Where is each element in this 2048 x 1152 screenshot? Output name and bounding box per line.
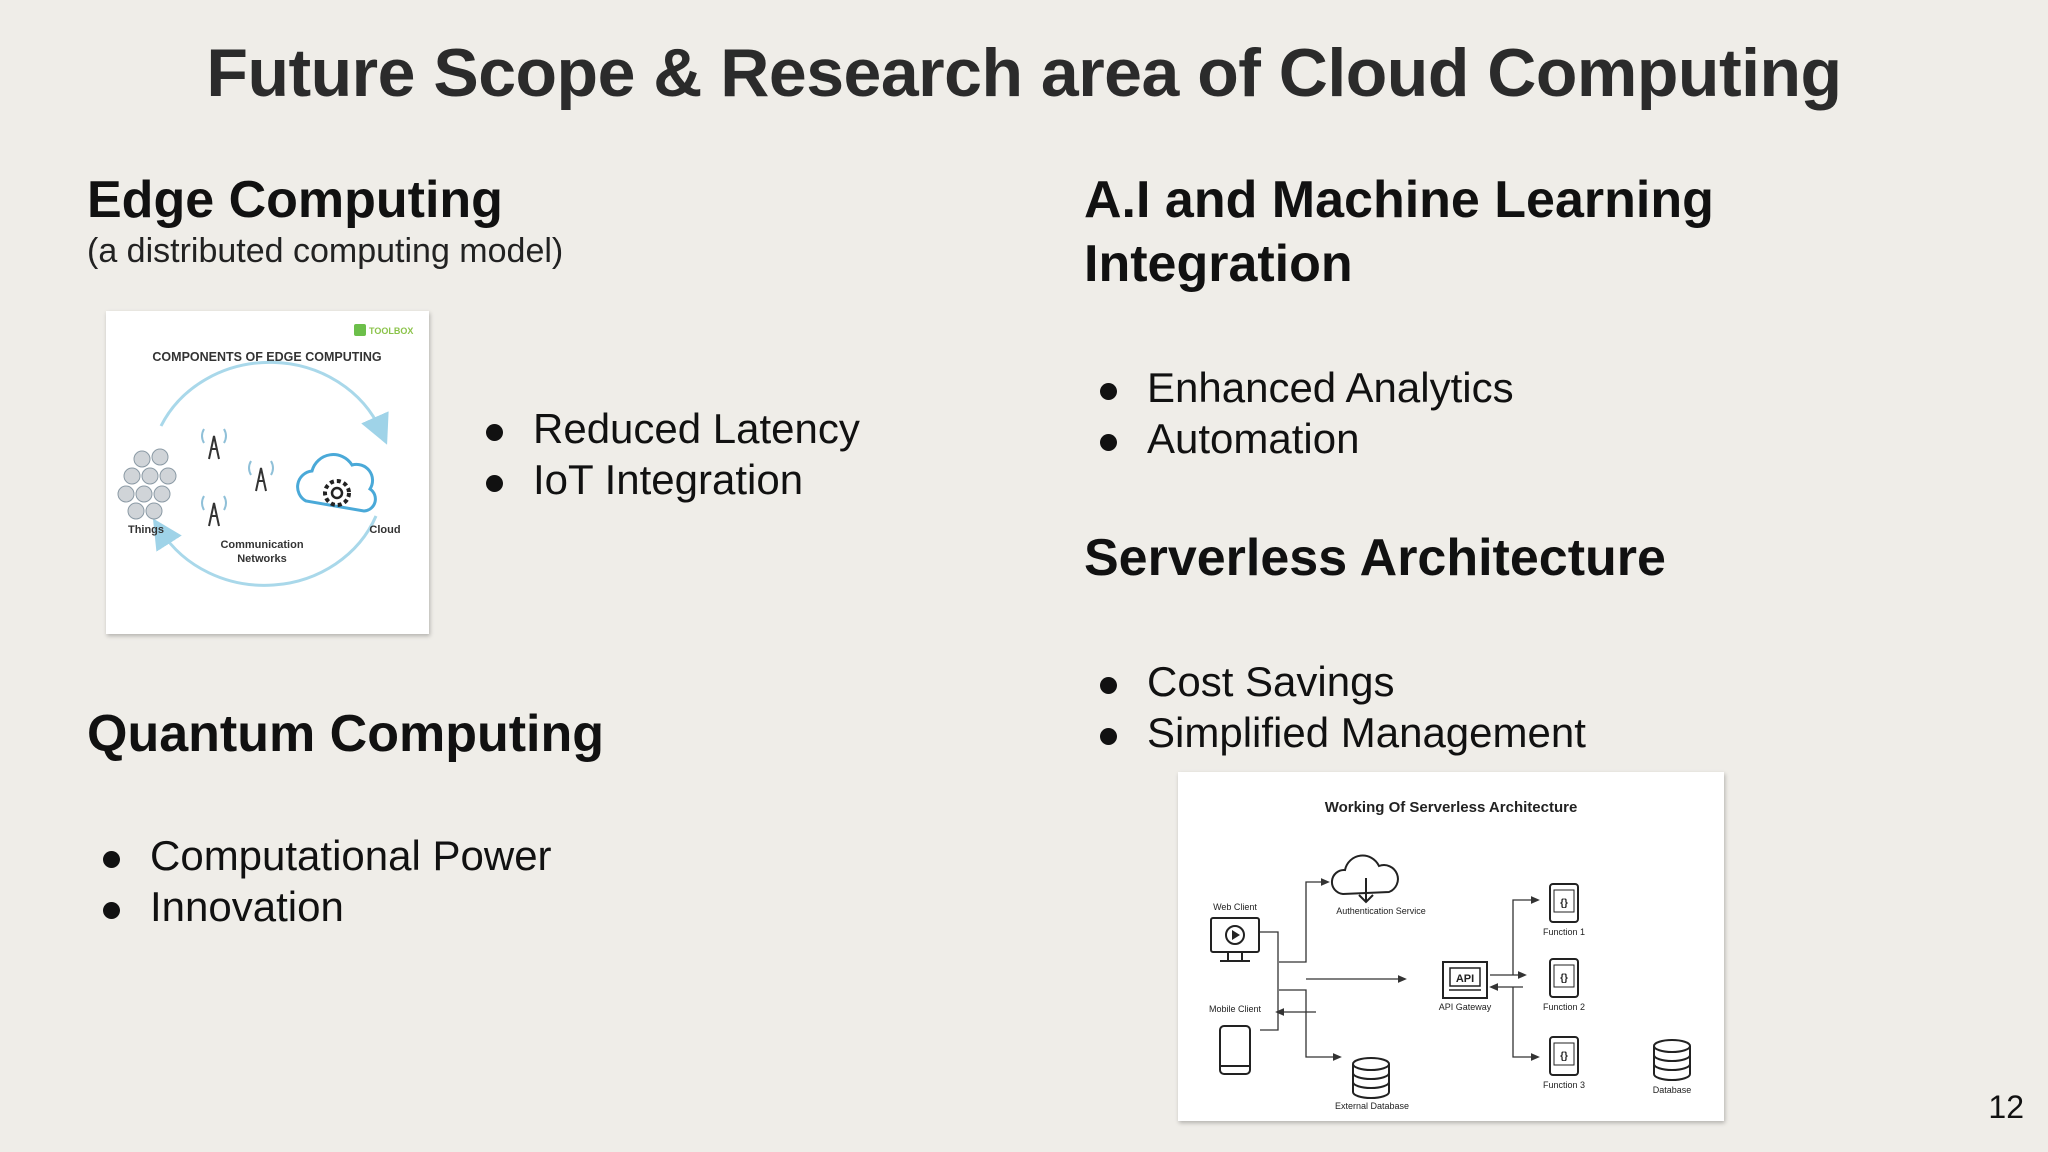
flow-arrow-top bbox=[159, 360, 389, 445]
function-3-icon bbox=[1549, 1036, 1579, 1076]
edge-diagram-heading: COMPONENTS OF EDGE COMPUTING bbox=[152, 350, 381, 364]
toolbox-brand: TOOLBOX bbox=[369, 326, 413, 336]
web-client-label: Web Client bbox=[1213, 902, 1257, 912]
serverless-title: Serverless Architecture bbox=[1084, 529, 1666, 587]
cloud-gear-icon bbox=[296, 453, 377, 513]
ai-ml-title-line1: A.I and Machine Learning bbox=[1084, 171, 1714, 229]
tower-icon bbox=[201, 495, 227, 527]
function-1-icon bbox=[1549, 883, 1579, 923]
database-icon bbox=[1653, 1039, 1691, 1081]
function-3-glyph: {} bbox=[1560, 1051, 1568, 1062]
list-item: Reduced Latency bbox=[479, 403, 860, 454]
list-item: Cost Savings bbox=[1093, 656, 1586, 707]
api-gateway-icon bbox=[1442, 961, 1488, 999]
list-item: Enhanced Analytics bbox=[1093, 362, 1514, 413]
quantum-bullet-list: Computational Power Innovation bbox=[96, 830, 552, 932]
tower-icon bbox=[248, 460, 274, 492]
authentication-cloud-icon bbox=[1331, 854, 1399, 904]
page-number: 12 bbox=[1988, 1089, 2024, 1125]
quantum-computing-title: Quantum Computing bbox=[87, 705, 605, 763]
networks-label-line1: Communication bbox=[220, 539, 303, 551]
external-database-label: External Database bbox=[1335, 1101, 1409, 1111]
flow-arrow-bottom bbox=[152, 515, 378, 587]
cloud-label: Cloud bbox=[369, 524, 400, 536]
list-item: IoT Integration bbox=[479, 454, 860, 505]
database-label: Database bbox=[1653, 1085, 1692, 1095]
toolbox-logo-icon bbox=[354, 324, 366, 336]
function-2-label: Function 2 bbox=[1543, 1002, 1585, 1012]
edge-computing-title: Edge Computing bbox=[87, 171, 503, 229]
serverless-diagram: Working Of Serverless Architecture Web C… bbox=[1178, 772, 1724, 1121]
phone-icon bbox=[1219, 1025, 1251, 1075]
edge-bullet-list: Reduced Latency IoT Integration bbox=[479, 403, 860, 505]
things-icon bbox=[117, 448, 177, 520]
edge-computing-subtitle: (a distributed computing model) bbox=[87, 232, 564, 270]
function-2-glyph: {} bbox=[1560, 973, 1568, 984]
serverless-diagram-heading: Working Of Serverless Architecture bbox=[1325, 799, 1578, 816]
serverless-bullet-list: Cost Savings Simplified Management bbox=[1093, 656, 1586, 758]
things-label: Things bbox=[128, 524, 164, 536]
tower-icon bbox=[201, 428, 227, 460]
function-1-label: Function 1 bbox=[1543, 927, 1585, 937]
external-database-icon bbox=[1352, 1057, 1390, 1099]
authentication-service-label: Authentication Service bbox=[1336, 906, 1426, 916]
mobile-client-label: Mobile Client bbox=[1209, 1004, 1262, 1014]
function-2-icon bbox=[1549, 958, 1579, 998]
edge-computing-diagram: TOOLBOX COMPONENTS OF EDGE COMPUTING Thi… bbox=[106, 311, 429, 634]
list-item: Automation bbox=[1093, 413, 1514, 464]
api-label: API bbox=[1456, 973, 1474, 985]
monitor-icon bbox=[1210, 917, 1260, 962]
list-item: Simplified Management bbox=[1093, 707, 1586, 758]
slide-title: Future Scope & Research area of Cloud Co… bbox=[206, 35, 1842, 111]
api-gateway-label: API Gateway bbox=[1439, 1002, 1492, 1012]
function-3-label: Function 3 bbox=[1543, 1080, 1585, 1090]
list-item: Computational Power bbox=[96, 830, 552, 881]
ai-ml-title-line2: Integration bbox=[1084, 235, 1353, 293]
ai-bullet-list: Enhanced Analytics Automation bbox=[1093, 362, 1514, 464]
list-item: Innovation bbox=[96, 881, 552, 932]
function-1-glyph: {} bbox=[1560, 898, 1568, 909]
networks-label-line2: Networks bbox=[237, 553, 287, 565]
